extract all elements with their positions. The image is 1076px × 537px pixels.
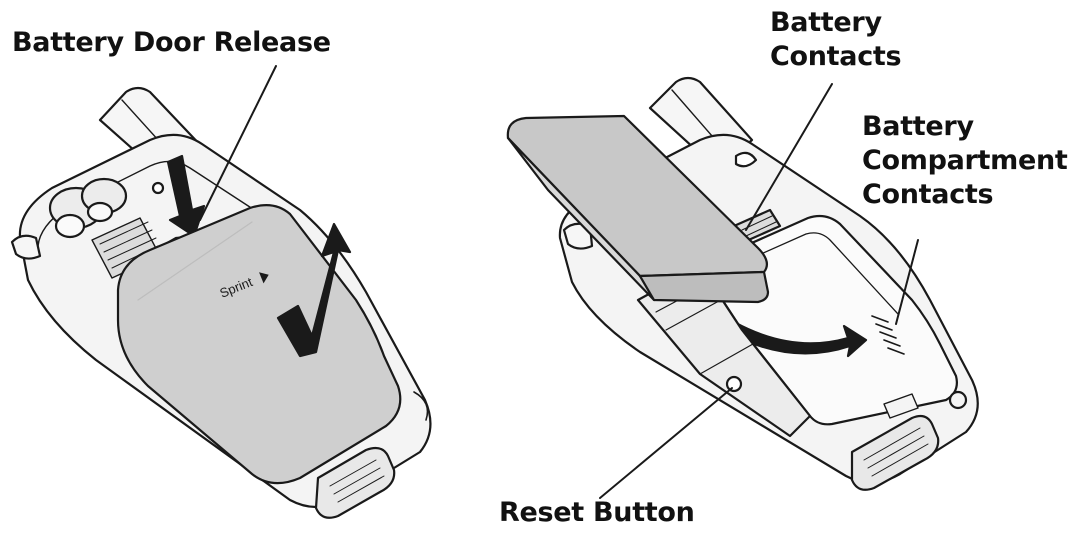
label-reset-button: Reset Button <box>499 496 695 530</box>
label-battery-contacts: Battery Contacts <box>770 6 902 74</box>
label-battery-door-release-text: Battery Door Release <box>12 27 331 58</box>
label-battery-compartment-contacts: Battery Compartment Contacts <box>862 110 1068 212</box>
battery-pack-front <box>638 270 770 304</box>
right-phone <box>506 76 979 491</box>
label-compartment-line-3: Contacts <box>862 179 994 210</box>
left-phone-side-button <box>10 234 42 260</box>
left-phone <box>10 86 432 519</box>
callout-line-compartment-contacts <box>895 239 919 325</box>
label-battery-contacts-line-1: Battery <box>770 7 882 38</box>
left-battery-door <box>116 203 402 485</box>
left-push-arrow <box>166 154 206 238</box>
left-phone-camera <box>48 177 165 239</box>
label-reset-button-text: Reset Button <box>499 497 695 528</box>
callout-lines <box>199 65 919 499</box>
callout-line-battery-contacts <box>745 83 833 231</box>
label-compartment-line-2: Compartment <box>862 145 1068 176</box>
label-battery-contacts-line-2: Contacts <box>770 41 902 72</box>
battery-pack-top <box>506 114 769 278</box>
insert-battery-arrow <box>726 320 868 358</box>
left-lift-arrow <box>276 222 352 358</box>
left-phone-bottom-connector <box>314 446 396 519</box>
battery-compartment-contacts <box>871 315 905 355</box>
callout-line-reset-button <box>599 387 733 499</box>
callout-line-door-release <box>199 65 277 221</box>
label-battery-door-release: Battery Door Release <box>12 26 331 60</box>
reset-button-icon <box>725 375 743 393</box>
sprint-logo-mark <box>259 272 269 284</box>
label-compartment-line-1: Battery <box>862 111 974 142</box>
